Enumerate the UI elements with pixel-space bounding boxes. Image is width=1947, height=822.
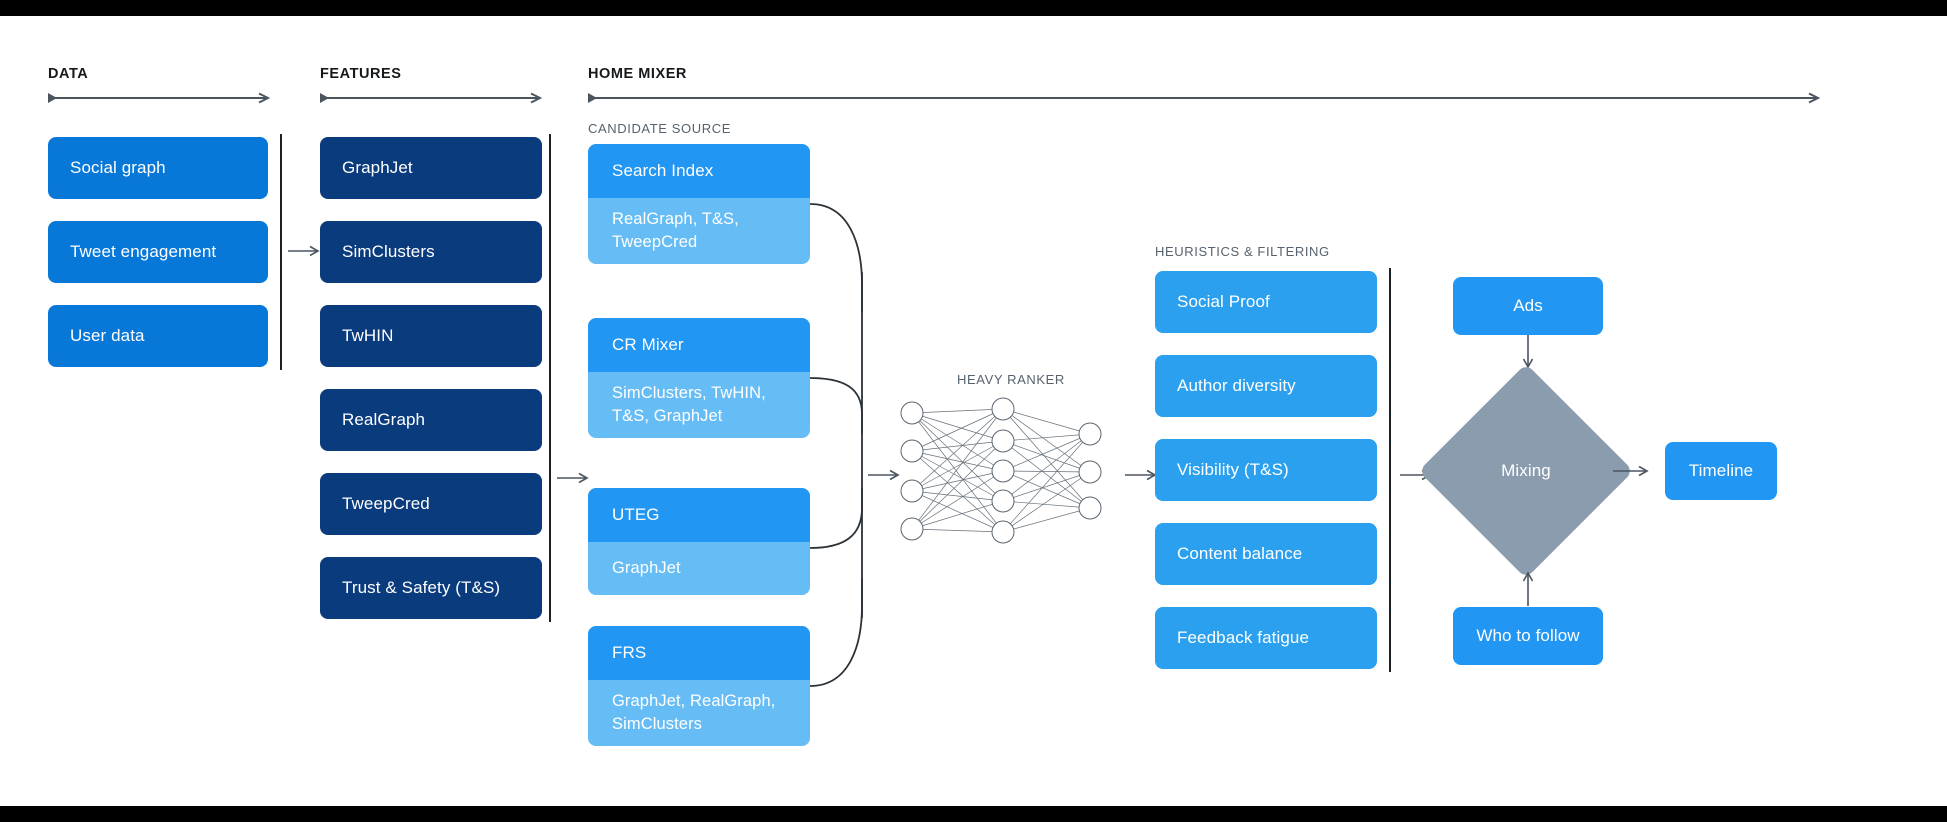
data-box-label: Tweet engagement bbox=[70, 242, 217, 262]
candidate-source-features: GraphJet bbox=[588, 542, 810, 595]
feature-box-label: GraphJet bbox=[342, 158, 413, 178]
candidate-source-features: SimClusters, TwHIN, T&S, GraphJet bbox=[588, 372, 810, 438]
arrow-features-to-candidate-source bbox=[557, 471, 593, 485]
feature-box-graphjet[interactable]: GraphJet bbox=[320, 137, 542, 199]
heuristic-box-feedback-fatigue[interactable]: Feedback fatigue bbox=[1155, 607, 1377, 669]
mixing-label: Mixing bbox=[1501, 461, 1551, 480]
feature-box-label: TwHIN bbox=[342, 326, 394, 346]
arrow-mixing-to-timeline bbox=[1613, 464, 1653, 478]
candidate-source-features: GraphJet, RealGraph, SimClusters bbox=[588, 680, 810, 746]
heuristic-box-author-diversity[interactable]: Author diversity bbox=[1155, 355, 1377, 417]
home-mixer-axis-arrow bbox=[588, 92, 1828, 104]
candidate-source-name: FRS bbox=[588, 626, 810, 680]
candidate-source-card-cr-mixer[interactable]: CR Mixer SimClusters, TwHIN, T&S, GraphJ… bbox=[588, 318, 810, 438]
data-box-label: User data bbox=[70, 326, 145, 346]
output-box-timeline[interactable]: Timeline bbox=[1665, 442, 1777, 500]
arrow-data-to-features bbox=[288, 244, 324, 258]
subsection-title-candidate-source: CANDIDATE SOURCE bbox=[588, 121, 731, 136]
feature-box-label: SimClusters bbox=[342, 242, 435, 262]
heuristic-box-label: Content balance bbox=[1177, 544, 1303, 564]
feature-box-realgraph[interactable]: RealGraph bbox=[320, 389, 542, 451]
feature-box-label: Trust & Safety (T&S) bbox=[342, 578, 501, 598]
output-box-who-to-follow[interactable]: Who to follow bbox=[1453, 607, 1603, 665]
heuristic-box-label: Visibility (T&S) bbox=[1177, 460, 1289, 480]
subsection-title-heavy-ranker: HEAVY RANKER bbox=[957, 372, 1065, 387]
heuristic-box-content-balance[interactable]: Content balance bbox=[1155, 523, 1377, 585]
heuristic-box-label: Feedback fatigue bbox=[1177, 628, 1310, 648]
divider-features-home-mixer bbox=[549, 134, 551, 622]
feature-box-label: RealGraph bbox=[342, 410, 426, 430]
candidate-source-name: Search Index bbox=[588, 144, 810, 198]
output-box-label: Timeline bbox=[1688, 461, 1754, 481]
data-box-user-data[interactable]: User data bbox=[48, 305, 268, 367]
heuristic-box-label: Author diversity bbox=[1177, 376, 1296, 396]
data-box-social-graph[interactable]: Social graph bbox=[48, 137, 268, 199]
heuristic-box-visibility[interactable]: Visibility (T&S) bbox=[1155, 439, 1377, 501]
feature-box-twhin[interactable]: TwHIN bbox=[320, 305, 542, 367]
subsection-title-heuristics: HEURISTICS & FILTERING bbox=[1155, 244, 1330, 259]
output-box-label: Who to follow bbox=[1476, 626, 1580, 646]
candidate-source-card-search-index[interactable]: Search Index RealGraph, T&S, TweepCred bbox=[588, 144, 810, 264]
data-box-tweet-engagement[interactable]: Tweet engagement bbox=[48, 221, 268, 283]
candidate-source-name: CR Mixer bbox=[588, 318, 810, 372]
candidate-source-name: UTEG bbox=[588, 488, 810, 542]
features-axis-arrow bbox=[320, 92, 548, 104]
heuristic-box-social-proof[interactable]: Social Proof bbox=[1155, 271, 1377, 333]
diagram-sheet: DATA FEATURES HOME MIXER CANDIDA bbox=[0, 16, 1947, 806]
candidate-source-merge-lines bbox=[809, 166, 890, 687]
heuristic-box-label: Social Proof bbox=[1177, 292, 1270, 312]
section-title-features: FEATURES bbox=[320, 66, 402, 82]
divider-data-features bbox=[280, 134, 282, 370]
feature-box-trust-safety[interactable]: Trust & Safety (T&S) bbox=[320, 557, 542, 619]
candidate-source-card-uteg[interactable]: UTEG GraphJet bbox=[588, 488, 810, 595]
arrow-who-to-follow-to-mixing bbox=[1520, 568, 1536, 606]
data-axis-arrow bbox=[48, 92, 276, 104]
heavy-ranker-neural-network bbox=[894, 396, 1112, 546]
candidate-source-features: RealGraph, T&S, TweepCred bbox=[588, 198, 810, 264]
arrow-candidate-source-to-heavy-ranker bbox=[868, 468, 904, 482]
data-box-label: Social graph bbox=[70, 158, 166, 178]
feature-box-simclusters[interactable]: SimClusters bbox=[320, 221, 542, 283]
output-box-ads[interactable]: Ads bbox=[1453, 277, 1603, 335]
feature-box-tweepcred[interactable]: TweepCred bbox=[320, 473, 542, 535]
section-title-home-mixer: HOME MIXER bbox=[588, 66, 687, 82]
divider-heuristics-mixing bbox=[1389, 268, 1391, 672]
candidate-source-card-frs[interactable]: FRS GraphJet, RealGraph, SimClusters bbox=[588, 626, 810, 746]
section-title-data: DATA bbox=[48, 66, 89, 82]
output-box-label: Ads bbox=[1513, 296, 1543, 316]
feature-box-label: TweepCred bbox=[342, 494, 430, 514]
